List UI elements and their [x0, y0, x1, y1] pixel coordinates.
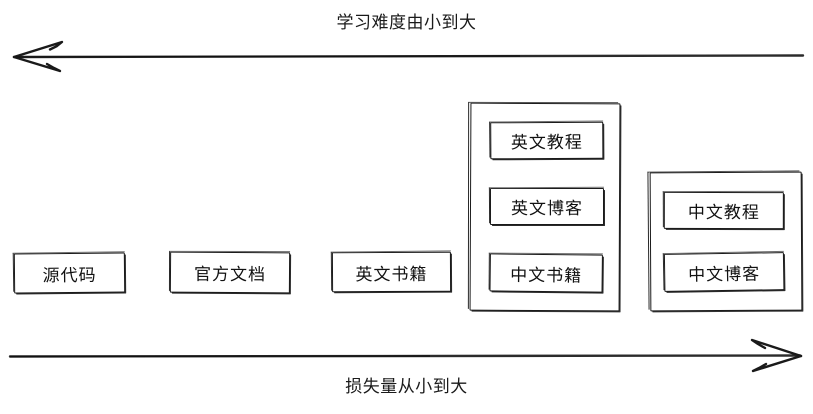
node-label: 中文书籍	[510, 265, 583, 286]
node-chinese-blog[interactable]: 中文博客	[663, 252, 785, 292]
node-label: 中文教程	[687, 202, 760, 224]
node-english-books[interactable]: 英文书籍	[331, 251, 452, 293]
node-official-docs[interactable]: 官方文档	[169, 251, 291, 294]
node-source-code[interactable]: 源代码	[13, 252, 126, 294]
node-label: 中文博客	[688, 263, 761, 286]
top-axis-label: 学习难度由小到大	[336, 13, 477, 33]
bottom-axis-label: 损失量从小到大	[345, 377, 468, 397]
node-chinese-tutorial[interactable]: 中文教程	[663, 191, 784, 230]
node-label: 源代码	[42, 265, 97, 286]
arrow-left-icon	[12, 40, 805, 73]
node-label: 英文教程	[510, 132, 583, 154]
node-label: 英文博客	[510, 198, 584, 220]
node-label: 官方文档	[193, 264, 267, 286]
node-chinese-books[interactable]: 中文书籍	[489, 253, 603, 293]
node-english-tutorial[interactable]: 英文教程	[490, 121, 604, 160]
node-label: 英文书籍	[355, 264, 428, 285]
group-right[interactable]: 中文教程 中文博客	[649, 171, 803, 312]
node-english-blog[interactable]: 英文博客	[489, 187, 605, 226]
group-middle[interactable]: 英文教程 英文博客 中文书籍	[469, 102, 621, 312]
arrow-right-icon	[8, 338, 803, 373]
